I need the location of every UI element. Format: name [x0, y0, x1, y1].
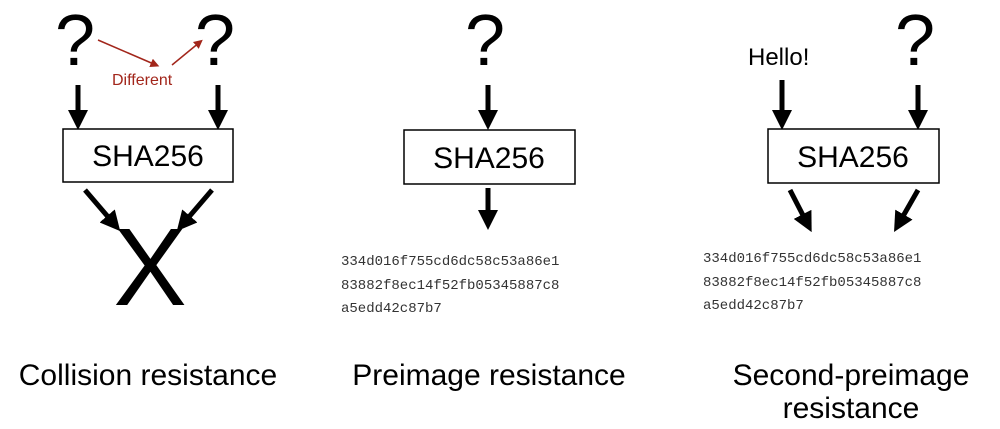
annotation-arrow-left — [97, 39, 160, 67]
hash-line-1-second-preimage: 334d016f755cd6dc58c53a86e1 — [703, 251, 921, 267]
hash-line-1-preimage: 334d016f755cd6dc58c53a86e1 — [341, 254, 559, 270]
caption-preimage: Preimage resistance — [352, 359, 625, 392]
arrow-hash-to-x-left — [83, 188, 121, 232]
second-preimage-known-input: Hello! — [748, 44, 809, 71]
hash-line-2-second-preimage: 83882f8ec14f52fb05345887c8 — [703, 275, 921, 291]
preimage-input: ? — [465, 1, 505, 81]
arrow-hash-to-output-right — [894, 188, 921, 232]
hash-line-3-second-preimage: a5edd42c87b7 — [703, 298, 804, 314]
panel-second-preimage: Hello! ? SHA256 334d016f755cd6dc58c53a86… — [703, 1, 969, 425]
caption-second-preimage-line-1: Second-preimage — [733, 359, 970, 392]
panel-collision: ? ? Different SHA256 X Collision resista… — [19, 1, 277, 392]
hash-line-3-preimage: a5edd42c87b7 — [341, 301, 442, 317]
sha256-box-collision — [62, 128, 234, 183]
panel-preimage: ? SHA256 334d016f755cd6dc58c53a86e1 8388… — [341, 1, 626, 392]
sha256-label-collision: SHA256 — [92, 140, 204, 173]
collision-input-right: ? — [195, 1, 235, 81]
x-mark: X — [113, 206, 186, 329]
collision-input-left: ? — [55, 1, 95, 81]
caption-collision: Collision resistance — [19, 359, 277, 392]
sha256-label-second-preimage: SHA256 — [797, 141, 909, 174]
sha256-label-preimage: SHA256 — [433, 142, 545, 175]
different-annotation: Different — [112, 72, 173, 89]
second-preimage-unknown-input: ? — [895, 1, 935, 81]
annotation-arrow-right — [171, 39, 203, 66]
sha256-box-second-preimage — [767, 128, 940, 184]
caption-second-preimage-line-2: resistance — [783, 392, 920, 425]
arrow-hash-to-output-left — [787, 188, 812, 233]
hash-line-2-preimage: 83882f8ec14f52fb05345887c8 — [341, 278, 559, 294]
arrow-hash-to-x-right — [176, 188, 214, 232]
sha256-box-preimage — [403, 129, 576, 185]
